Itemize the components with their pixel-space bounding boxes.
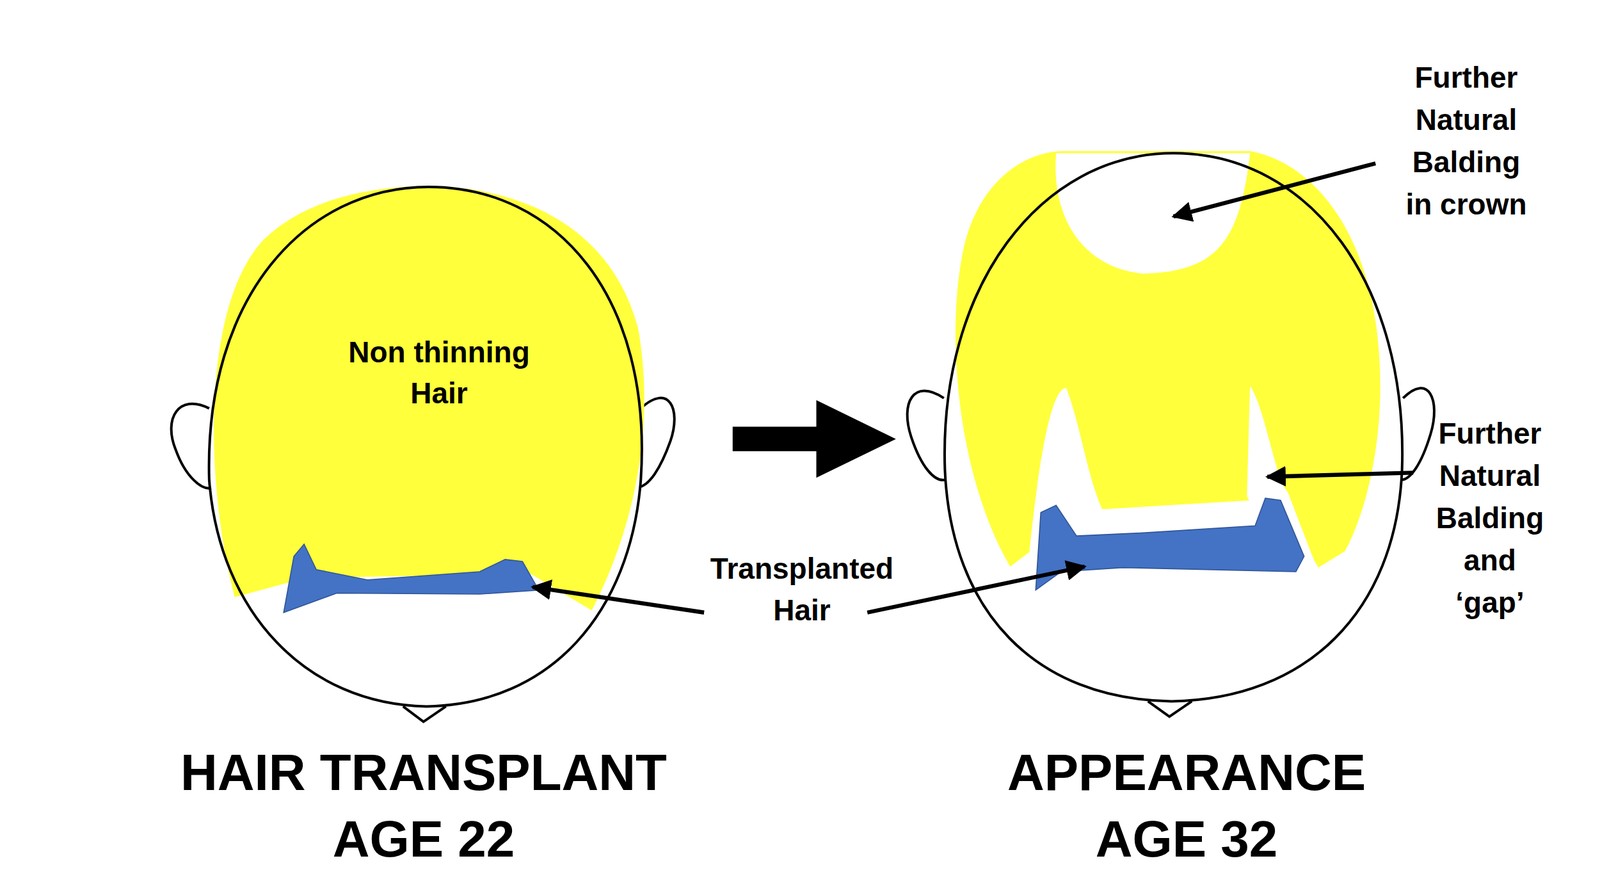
head-age-22 [171, 185, 675, 722]
progress-arrow [732, 400, 896, 478]
head-age-32 [907, 151, 1435, 717]
callout-label: Further Natural Balding in crown [1402, 56, 1531, 226]
figure-caption: APPEARANCE AGE 32 [981, 739, 1392, 873]
figure-caption: HAIR TRANSPLANT AGE 22 [135, 739, 712, 873]
callout-label: Transplanted Hair [696, 547, 908, 632]
callout-label: Further Natural Balding and ‘gap’ [1431, 412, 1550, 624]
region-label: Non thinning Hair [330, 331, 548, 414]
leader-arrows [532, 163, 1414, 613]
